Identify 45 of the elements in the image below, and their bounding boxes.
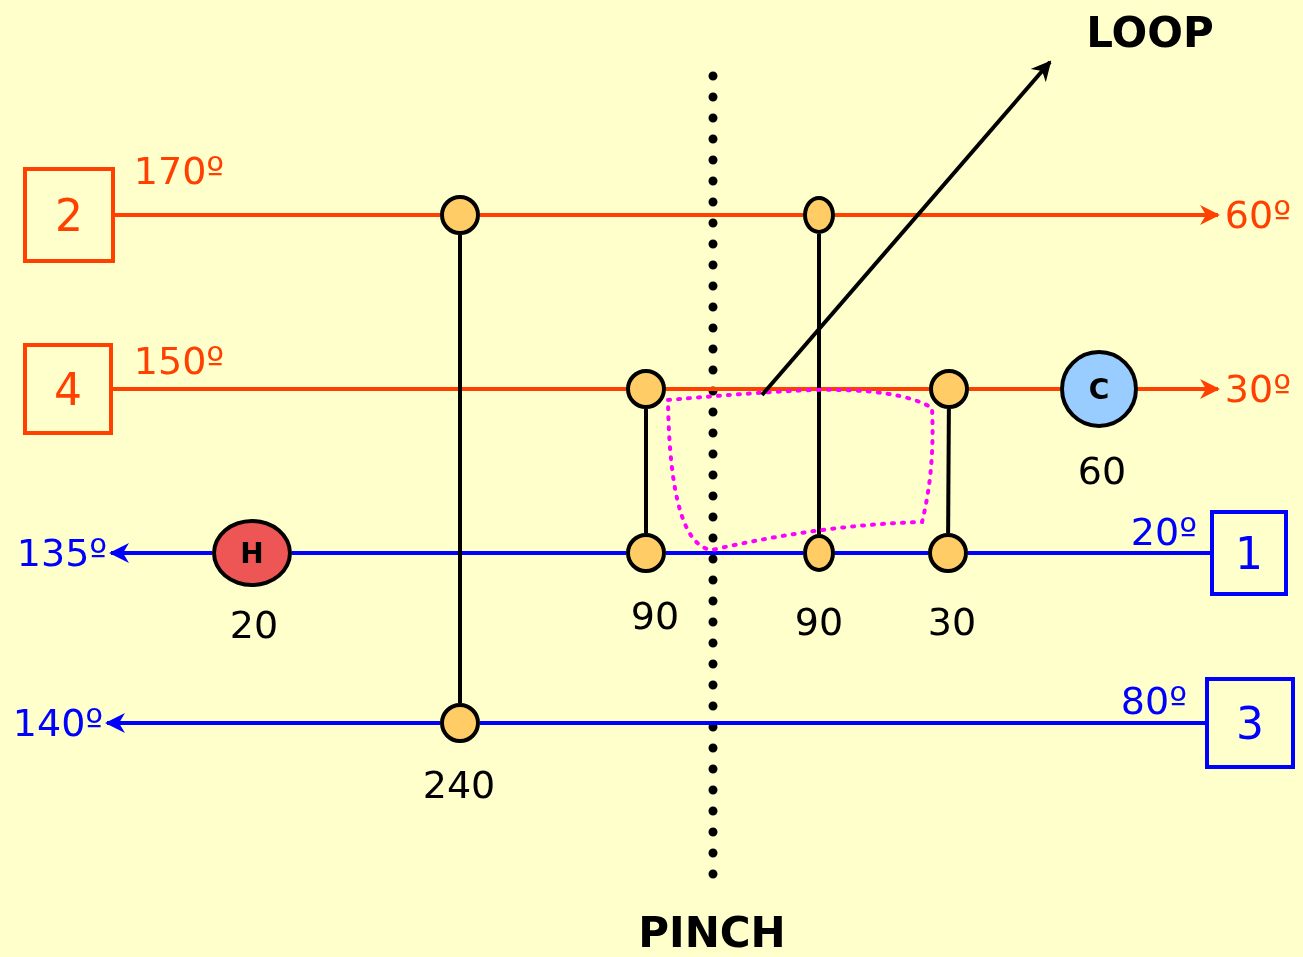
exchanger-circle <box>440 195 480 235</box>
match-line <box>817 234 821 534</box>
stream-arrow <box>835 205 1220 225</box>
stream-arrow <box>105 713 440 733</box>
stream-line <box>946 409 951 533</box>
exchanger-circle <box>803 196 835 234</box>
stream-line <box>480 721 1205 725</box>
loop-label: LOOP <box>1075 7 1225 57</box>
stream-line <box>480 213 803 217</box>
stream-arrow <box>1138 379 1220 399</box>
temperature-label: 170º <box>133 152 225 190</box>
heat-load-label: 90 <box>794 603 844 641</box>
pinch-label: PINCH <box>638 907 786 957</box>
temperature-label: 60º <box>1218 193 1298 237</box>
heat-load-label: 90 <box>630 597 680 635</box>
stream-number: 2 <box>55 189 83 241</box>
temperature-label: 140º <box>9 701 107 745</box>
stream-line <box>666 387 929 391</box>
match-line <box>458 235 462 703</box>
stream-number: 3 <box>1236 697 1264 749</box>
stream-number: 1 <box>1235 527 1263 579</box>
stream-line <box>968 551 1210 555</box>
stream-line <box>835 551 928 555</box>
loop-leader-arrow <box>666 60 1052 552</box>
stream-line <box>969 387 1060 391</box>
stream-line <box>666 551 803 555</box>
temperature-label: 150º <box>133 342 225 380</box>
utility-letter: C <box>1088 372 1110 406</box>
heat-load-label: 20 <box>229 606 279 644</box>
exchanger-circle <box>626 369 666 409</box>
stream-line <box>115 213 440 217</box>
temperature-label: 80º <box>1120 682 1188 720</box>
utility-letter: H <box>240 536 264 570</box>
match-line <box>644 409 648 533</box>
temperature-label: 20º <box>1130 513 1198 551</box>
temperature-label: 135º <box>13 531 111 575</box>
stream-line <box>292 551 626 555</box>
exchanger-circle <box>929 369 969 409</box>
stream-number: 4 <box>54 363 82 415</box>
temperature-label: 30º <box>1218 367 1298 411</box>
stream-line <box>113 387 626 391</box>
heat-load-label: 240 <box>422 766 496 804</box>
stream-arrow <box>109 543 212 563</box>
heat-load-label: 30 <box>927 603 977 641</box>
heat-load-label: 60 <box>1077 452 1127 490</box>
